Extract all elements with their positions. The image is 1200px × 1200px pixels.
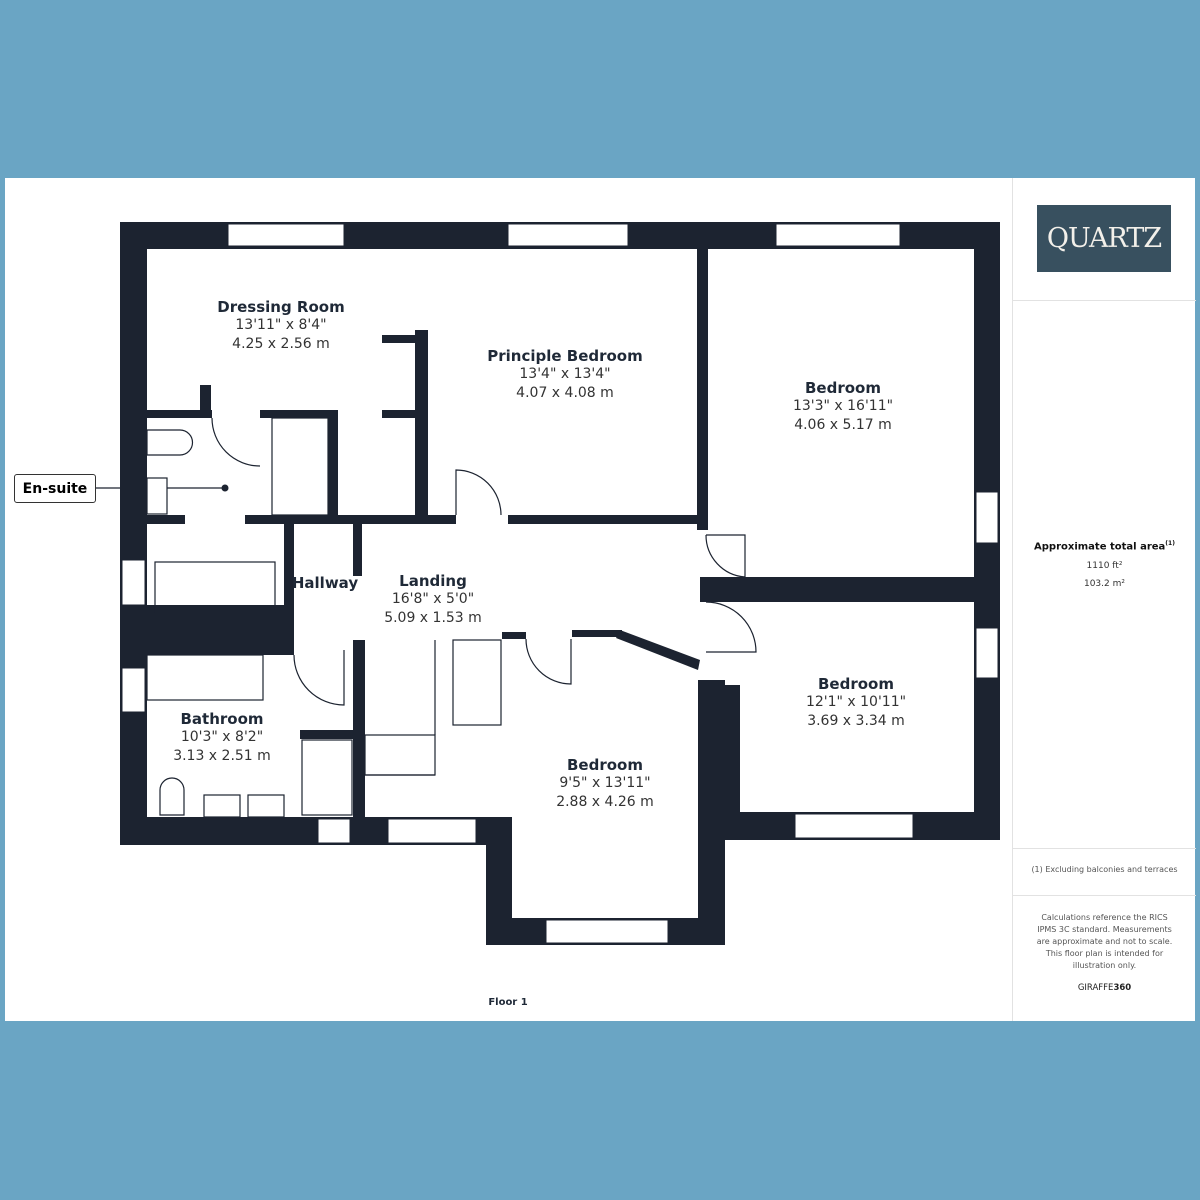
floor-label: Floor 1 (488, 997, 528, 1008)
info-panel: QUARTZ Approximate total area(1) 1110 ft… (1012, 178, 1196, 1021)
room-principle-bedroom: Principle Bedroom 13'4" x 13'4" 4.07 x 4… (487, 347, 643, 403)
giraffe360-brand: GIRAFFE360 (1077, 983, 1132, 993)
room-metric: 2.88 x 4.26 m (556, 794, 654, 810)
room-metric: 4.25 x 2.56 m (232, 336, 330, 352)
windows (121, 223, 999, 944)
room-imperial: 12'1" x 10'11" (805, 694, 907, 710)
room-imperial: 10'3" x 8'2" (180, 729, 264, 745)
room-name: Dressing Room (217, 298, 345, 316)
room-name: Bedroom (818, 675, 894, 693)
room-bedroom-1: Bedroom 13'3" x 16'11" 4.06 x 5.17 m (793, 379, 893, 435)
room-metric: 4.07 x 4.08 m (516, 385, 614, 401)
footnote: (1) Excluding balconies and terraces (1031, 865, 1178, 874)
room-name: Landing (399, 572, 467, 590)
room-name: Bedroom (567, 756, 643, 774)
disclaimer: Calculations reference the RICS IPMS 3C … (1036, 913, 1173, 970)
room-metric: 3.13 x 2.51 m (173, 748, 271, 764)
room-hallway: Hallway (292, 574, 358, 592)
room-landing: Landing 16'8" x 5'0" 5.09 x 1.53 m (384, 572, 482, 628)
room-name: Hallway (291, 574, 359, 592)
room-name: Bathroom (180, 710, 264, 728)
room-bedroom-3: Bedroom 9'5" x 13'11" 2.88 x 4.26 m (556, 756, 654, 812)
quartz-logo: QUARTZ (1037, 205, 1171, 272)
room-imperial: 9'5" x 13'11" (559, 775, 651, 791)
area-sqft: 1110 ft² (1086, 561, 1123, 571)
fixtures (96, 417, 757, 818)
room-imperial: 13'11" x 8'4" (235, 317, 327, 333)
room-metric: 4.06 x 5.17 m (794, 417, 892, 433)
area-title: Approximate total area(1) (1034, 540, 1175, 553)
room-imperial: 13'4" x 13'4" (519, 366, 611, 382)
room-bathroom: Bathroom 10'3" x 8'2" 3.13 x 2.51 m (173, 710, 271, 766)
room-name: Principle Bedroom (487, 347, 643, 365)
room-name: Bedroom (805, 379, 881, 397)
room-imperial: 16'8" x 5'0" (391, 591, 475, 607)
room-imperial: 13'3" x 16'11" (792, 398, 894, 414)
room-metric: 3.69 x 3.34 m (807, 713, 905, 729)
room-bedroom-2: Bedroom 12'1" x 10'11" 3.69 x 3.34 m (806, 675, 906, 731)
en-suite-callout: En-suite (14, 474, 96, 503)
room-metric: 5.09 x 1.53 m (384, 610, 482, 626)
area-sqm: 103.2 m² (1083, 579, 1125, 589)
room-dressing-room: Dressing Room 13'11" x 8'4" 4.25 x 2.56 … (217, 298, 344, 354)
